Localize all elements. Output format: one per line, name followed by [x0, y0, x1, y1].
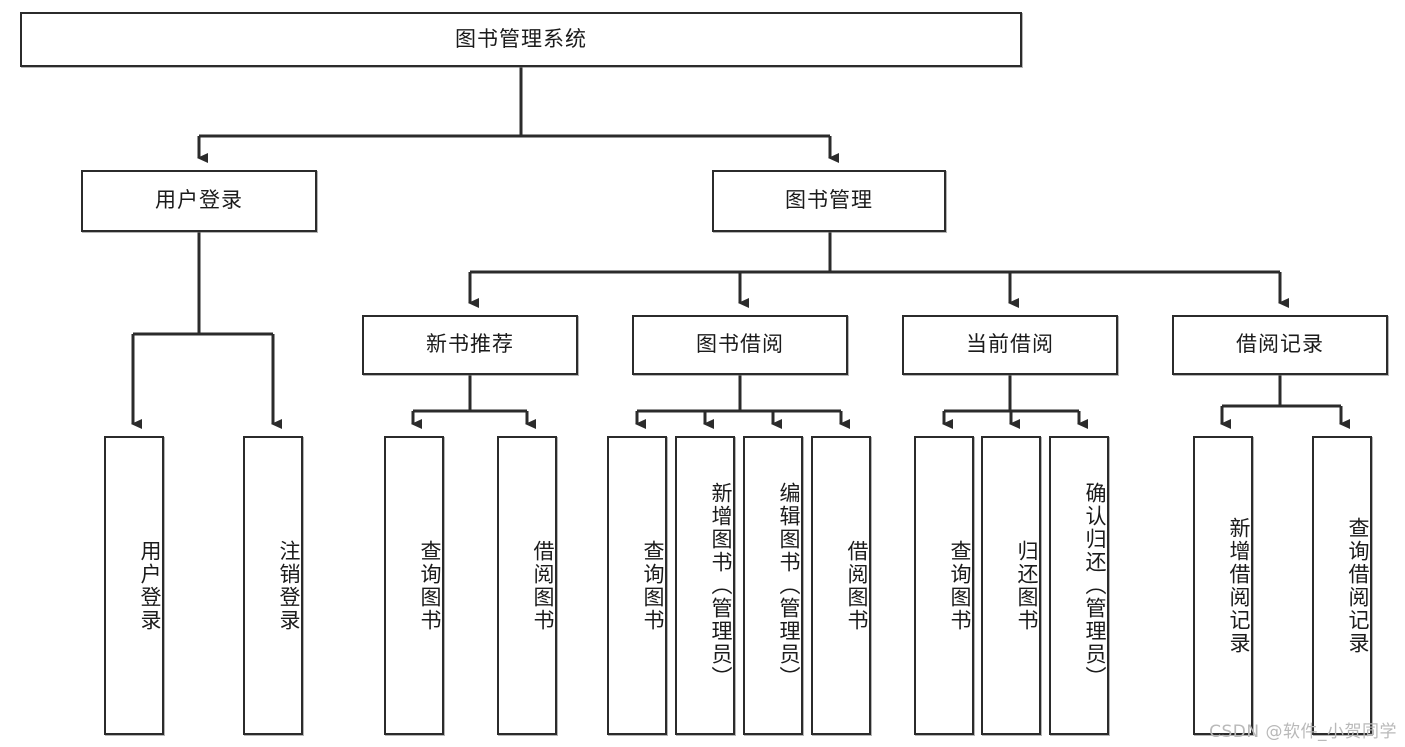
node-label: 图书管理系统	[455, 26, 587, 51]
node-label: 用户登录	[138, 539, 162, 632]
leaf-user-login-signout[interactable]: 注销登录	[243, 436, 303, 735]
node-label: 编辑图书（管理员）	[777, 482, 801, 689]
node-label: 新增图书（管理员）	[709, 482, 733, 689]
node-label: 用户登录	[155, 188, 243, 213]
leaf-borrow-add-book-admin[interactable]: 新增图书（管理员）	[675, 436, 735, 735]
node-label: 借阅图书	[845, 539, 869, 632]
node-root-system[interactable]: 图书管理系统	[20, 12, 1022, 67]
node-label: 当前借阅	[966, 332, 1054, 357]
node-book-borrow[interactable]: 图书借阅	[632, 315, 848, 375]
node-new-book-recommend[interactable]: 新书推荐	[362, 315, 578, 375]
node-current-borrow[interactable]: 当前借阅	[902, 315, 1118, 375]
leaf-current-return-book[interactable]: 归还图书	[981, 436, 1041, 735]
leaf-current-query-book[interactable]: 查询图书	[914, 436, 974, 735]
node-label: 新增借阅记录	[1227, 516, 1251, 655]
leaf-current-confirm-return-admin[interactable]: 确认归还（管理员）	[1049, 436, 1109, 735]
node-label: 借阅记录	[1236, 332, 1324, 357]
node-label: 查询借阅记录	[1346, 516, 1370, 655]
node-label: 借阅图书	[531, 539, 555, 632]
leaf-user-login-signin[interactable]: 用户登录	[104, 436, 164, 735]
leaf-record-add-record[interactable]: 新增借阅记录	[1193, 436, 1253, 735]
leaf-borrow-query-book[interactable]: 查询图书	[607, 436, 667, 735]
node-label: 注销登录	[277, 539, 301, 632]
node-label: 归还图书	[1015, 539, 1039, 632]
csdn-watermark: CSDN @软件_小贺同学	[1209, 722, 1397, 742]
node-label: 查询图书	[418, 539, 442, 632]
node-label: 新书推荐	[426, 332, 514, 357]
node-label: 图书管理	[785, 188, 873, 213]
node-label: 查询图书	[641, 539, 665, 632]
node-label: 图书借阅	[696, 332, 784, 357]
node-borrow-record[interactable]: 借阅记录	[1172, 315, 1388, 375]
leaf-recommend-query-book[interactable]: 查询图书	[384, 436, 444, 735]
node-book-management[interactable]: 图书管理	[712, 170, 946, 232]
leaf-borrow-borrow-book[interactable]: 借阅图书	[811, 436, 871, 735]
node-label: 确认归还（管理员）	[1083, 482, 1107, 689]
leaf-recommend-borrow-book[interactable]: 借阅图书	[497, 436, 557, 735]
leaf-borrow-edit-book-admin[interactable]: 编辑图书（管理员）	[743, 436, 803, 735]
node-label: 查询图书	[948, 539, 972, 632]
leaf-record-query-record[interactable]: 查询借阅记录	[1312, 436, 1372, 735]
node-user-login[interactable]: 用户登录	[81, 170, 317, 232]
